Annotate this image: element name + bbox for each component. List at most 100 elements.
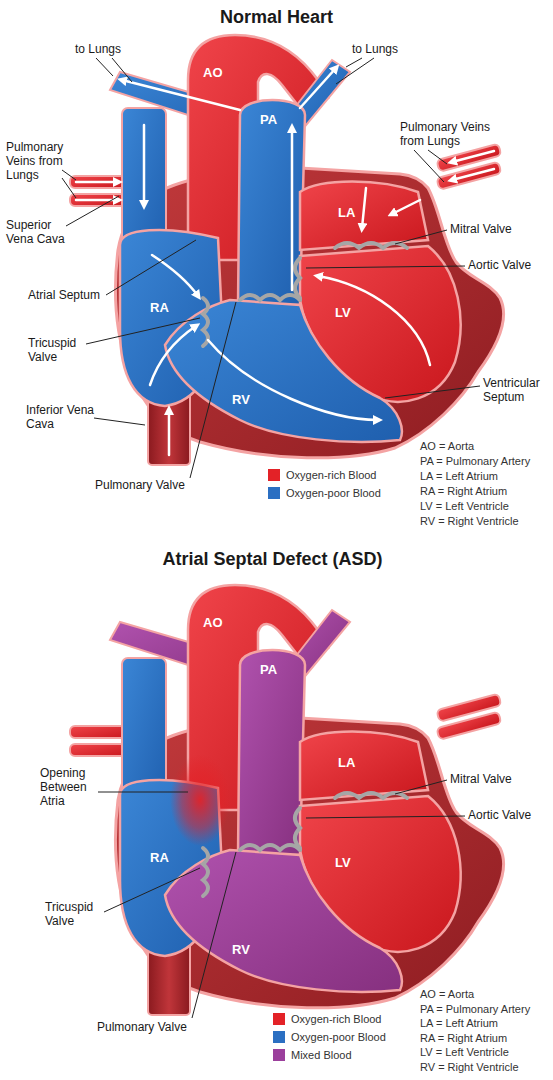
abbreviation-key: LV = Left Ventricle	[420, 1046, 509, 1059]
chamber-label: LV	[335, 305, 351, 320]
right-ventricle	[165, 300, 402, 442]
part-label: to Lungs	[352, 42, 398, 56]
flow-arrow	[152, 255, 198, 296]
abbreviation-key: RA = Right Atrium	[420, 1032, 507, 1045]
legend-swatch	[273, 1031, 285, 1043]
abbreviation-key: PA = Pulmonary Artery	[420, 1003, 530, 1016]
flow-arrow	[392, 200, 420, 214]
flow-arrow	[122, 80, 240, 110]
pulmonary-vein	[436, 162, 501, 190]
legend-text: Oxygen-rich Blood	[291, 1012, 382, 1026]
leader-line	[112, 58, 132, 82]
leader-line	[336, 58, 374, 84]
part-label: Mitral Valve	[450, 222, 512, 236]
chamber-label: LV	[335, 855, 351, 870]
diagram-title: Normal Heart	[0, 6, 553, 28]
left-atrium	[300, 732, 428, 801]
leader-line	[106, 240, 196, 295]
part-label: Tricuspid Valve	[28, 336, 90, 364]
chamber-label: AO	[203, 615, 223, 630]
abbreviation-key: AO = Aorta	[420, 988, 474, 1001]
leader-line	[62, 178, 76, 198]
chamber-label: RV	[232, 942, 250, 957]
leader-line	[395, 780, 447, 794]
pulmonary-vein	[70, 194, 128, 206]
abbreviation-key: AO = Aorta	[420, 440, 474, 453]
part-label: Pulmonary Valve	[95, 478, 185, 492]
part-label: Tricuspid Valve	[45, 900, 107, 928]
asd-heart	[70, 585, 504, 1015]
legend-text: Oxygen-poor Blood	[291, 1030, 386, 1044]
part-label: to Lungs	[75, 42, 121, 56]
part-label: Inferior Vena Cava	[26, 403, 96, 431]
leader-line	[190, 302, 236, 478]
leader-line	[306, 816, 465, 818]
leader-line	[385, 386, 480, 398]
pulmonary-vein	[436, 712, 501, 740]
abbreviation-key: RA = Right Atrium	[420, 485, 507, 498]
leader-line	[94, 418, 145, 425]
flow-arrow	[452, 151, 494, 162]
part-label: Pulmonary Valve	[97, 1020, 187, 1034]
septal-opening	[170, 754, 230, 846]
leader-line	[104, 868, 200, 912]
flow-arrow	[150, 326, 196, 385]
legend-swatch	[273, 1013, 285, 1025]
leader-line	[414, 150, 444, 182]
part-label: Atrial Septum	[28, 288, 100, 302]
abbreviation-key: LA = Left Atrium	[420, 470, 498, 483]
part-label: Superior Vena Cava	[6, 218, 76, 246]
leader-line	[395, 230, 447, 244]
chamber-label: PA	[260, 112, 277, 127]
flow-arrow	[362, 188, 366, 228]
flow-arrow	[143, 125, 146, 205]
flow-arrow	[168, 410, 171, 455]
flow-arrow	[318, 276, 430, 365]
heart-valves	[203, 243, 407, 346]
chamber-label: LA	[338, 205, 355, 220]
abbreviation-key: RV = Right Ventricle	[420, 1061, 519, 1074]
flow-arrow	[300, 68, 336, 108]
leader-line	[428, 150, 447, 164]
abbreviation-key: LV = Left Ventricle	[420, 500, 509, 513]
leader-line	[192, 852, 236, 1018]
part-label: Mitral Valve	[450, 772, 512, 786]
chamber-label: RA	[150, 300, 169, 315]
part-label: Opening Between Atria	[40, 766, 104, 808]
part-label: Ventricular Septum	[483, 376, 549, 404]
part-label: Pulmonary Veins from Lungs	[400, 120, 500, 148]
section-heading: Atrial Septal Defect (ASD)	[0, 548, 549, 570]
heart-valves	[203, 793, 407, 896]
legend-text: Oxygen-poor Blood	[286, 486, 381, 500]
part-label: Aortic Valve	[468, 258, 531, 272]
chamber-label: RV	[232, 392, 250, 407]
chamber-label: LA	[338, 755, 355, 770]
leader-line	[98, 792, 188, 793]
part-label: Pulmonary Veins from Lungs	[6, 140, 76, 182]
left-atrium	[300, 182, 428, 251]
normal-heart	[62, 35, 504, 478]
legend-text: Oxygen-rich Blood	[286, 468, 377, 482]
flow-arrow	[452, 169, 494, 180]
legend-text: Mixed Blood	[291, 1048, 352, 1062]
flow-arrow	[291, 128, 294, 290]
abbreviation-key: PA = Pulmonary Artery	[420, 455, 530, 468]
chamber-label: AO	[203, 65, 223, 80]
legend-swatch	[268, 487, 280, 499]
leader-line	[62, 170, 76, 180]
flow-arrow	[76, 181, 118, 184]
leader-lines	[98, 780, 465, 1018]
chamber-label: RA	[150, 850, 169, 865]
part-label: Aortic Valve	[468, 808, 531, 822]
leader-line	[86, 318, 200, 344]
pulmonary-vein	[70, 176, 128, 188]
leader-line	[96, 58, 113, 76]
abbreviation-key: LA = Left Atrium	[420, 1017, 498, 1030]
chamber-label: PA	[260, 662, 277, 677]
legend-swatch	[268, 469, 280, 481]
leader-line	[346, 58, 362, 67]
right-ventricle	[165, 850, 402, 992]
